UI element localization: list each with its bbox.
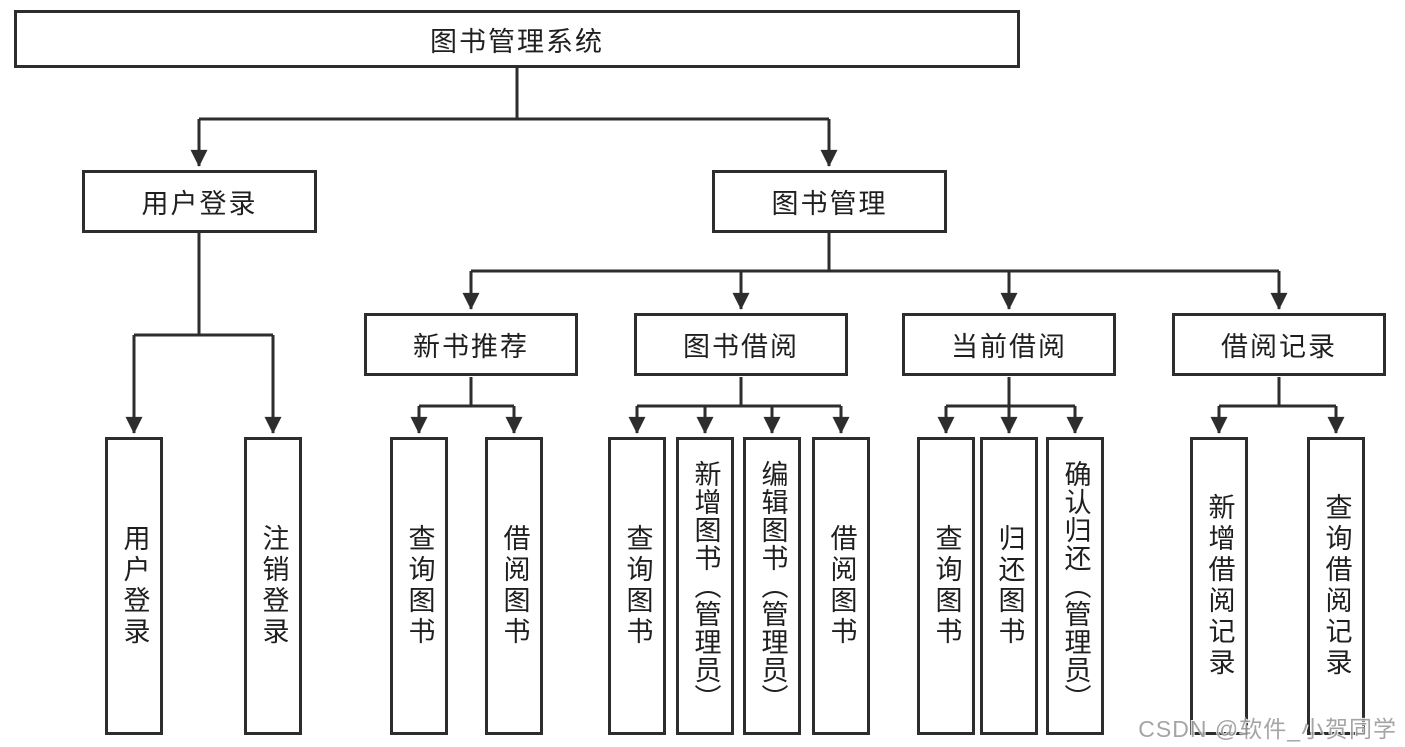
node-label: 查询图书 bbox=[622, 524, 653, 648]
node-label: 查询图书 bbox=[404, 524, 435, 648]
leaf-query-books: 查询图书 bbox=[917, 437, 975, 735]
node-label: 查询图书 bbox=[931, 524, 962, 648]
node-book-borrow: 图书借阅 bbox=[634, 313, 848, 376]
node-label: 当前借阅 bbox=[951, 332, 1067, 362]
node-label: 借阅图书 bbox=[499, 524, 530, 648]
node-label: 编辑图书（管理员） bbox=[757, 460, 788, 712]
node-root-library-system: 图书管理系统 bbox=[14, 10, 1020, 68]
leaf-borrow-books: 借阅图书 bbox=[485, 437, 543, 735]
leaf-query-books: 查询图书 bbox=[608, 437, 666, 735]
leaf-query-books: 查询图书 bbox=[390, 437, 448, 735]
leaf-query-borrow-record: 查询借阅记录 bbox=[1307, 437, 1365, 735]
node-label: 借阅记录 bbox=[1221, 332, 1337, 362]
node-label: 确认归还（管理员） bbox=[1060, 460, 1091, 712]
leaf-edit-books-admin: 编辑图书（管理员） bbox=[743, 437, 801, 735]
leaf-return-books: 归还图书 bbox=[980, 437, 1038, 735]
leaf-confirm-return-admin: 确认归还（管理员） bbox=[1046, 437, 1104, 735]
node-label: 借阅图书 bbox=[826, 524, 857, 648]
leaf-add-borrow-record: 新增借阅记录 bbox=[1190, 437, 1248, 735]
node-borrow-record: 借阅记录 bbox=[1172, 313, 1386, 376]
leaf-user-login: 用户登录 bbox=[105, 437, 163, 735]
node-label: 用户登录 bbox=[119, 524, 150, 648]
leaf-borrow-books: 借阅图书 bbox=[812, 437, 870, 735]
node-label: 注销登录 bbox=[258, 524, 289, 648]
node-current-borrow: 当前借阅 bbox=[902, 313, 1116, 376]
leaf-add-books-admin: 新增图书（管理员） bbox=[676, 437, 734, 735]
node-label: 图书借阅 bbox=[683, 332, 799, 362]
node-user-login: 用户登录 bbox=[82, 170, 317, 233]
csdn-watermark: CSDN @软件_小贺同学 bbox=[1138, 716, 1397, 742]
node-label: 新增借阅记录 bbox=[1204, 493, 1235, 679]
node-book-management: 图书管理 bbox=[712, 170, 947, 233]
node-label: 用户登录 bbox=[141, 189, 258, 219]
node-label: 新书推荐 bbox=[413, 332, 529, 362]
node-label: 归还图书 bbox=[994, 524, 1025, 648]
node-label: 新增图书（管理员） bbox=[690, 460, 721, 712]
node-new-book-recommend: 新书推荐 bbox=[364, 313, 578, 376]
leaf-logout: 注销登录 bbox=[244, 437, 302, 735]
node-label: 查询借阅记录 bbox=[1321, 493, 1352, 679]
node-label: 图书管理 bbox=[771, 189, 888, 219]
node-label: 图书管理系统 bbox=[430, 26, 604, 57]
